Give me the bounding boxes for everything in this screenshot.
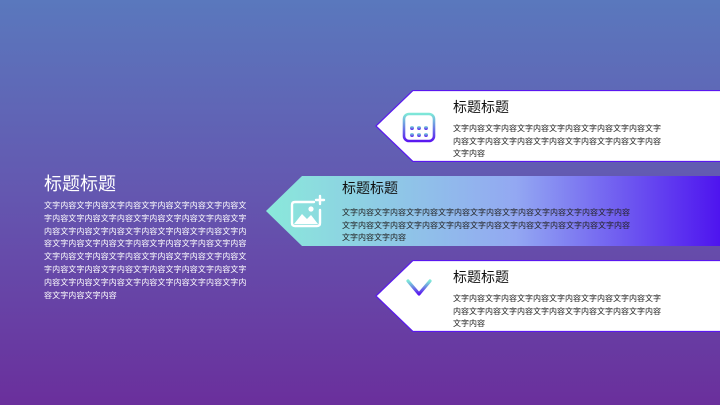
- card-arrow-shape: [375, 260, 720, 332]
- left-text-block: 标题标题 文字内容文字内容文字内容文字内容文字内容文字内容文字内容文字内容文字内…: [44, 172, 249, 302]
- card-yen: 标题标题 文字内容文字内容文字内容文字内容文字内容文字内容文字内容文字内容文字内…: [375, 260, 720, 332]
- card-body-text: 文字内容文字内容文字内容文字内容文字内容文字内容文字内容文字内容文字内容文字内容…: [453, 124, 661, 158]
- card-body-text: 文字内容文字内容文字内容文字内容文字内容文字内容文字内容文字内容文字内容文字内容…: [453, 294, 661, 328]
- main-body-text: 文字内容文字内容文字内容文字内容文字内容文字内容文字内容文字内容文字内容文字内容…: [44, 201, 247, 300]
- yen-icon: [406, 279, 432, 314]
- main-title: 标题标题: [44, 174, 116, 195]
- card-image: 标题标题 文字内容文字内容文字内容文字内容文字内容文字内容文字内容文字内容文字内…: [266, 176, 720, 246]
- card-title: 标题标题: [342, 181, 398, 197]
- card-arrow-shape: [375, 90, 720, 162]
- image-add-icon: [290, 194, 326, 228]
- card-title: 标题标题: [453, 270, 509, 286]
- card-calendar: 标题标题 文字内容文字内容文字内容文字内容文字内容文字内容文字内容文字内容文字内…: [375, 90, 720, 162]
- card-arrow-band: [266, 176, 720, 246]
- card-title: 标题标题: [453, 100, 509, 116]
- calendar-icon: [402, 108, 436, 143]
- card-body-text: 文字内容文字内容文字内容文字内容文字内容文字内容文字内容文字内容文字内容文字内容…: [342, 208, 630, 242]
